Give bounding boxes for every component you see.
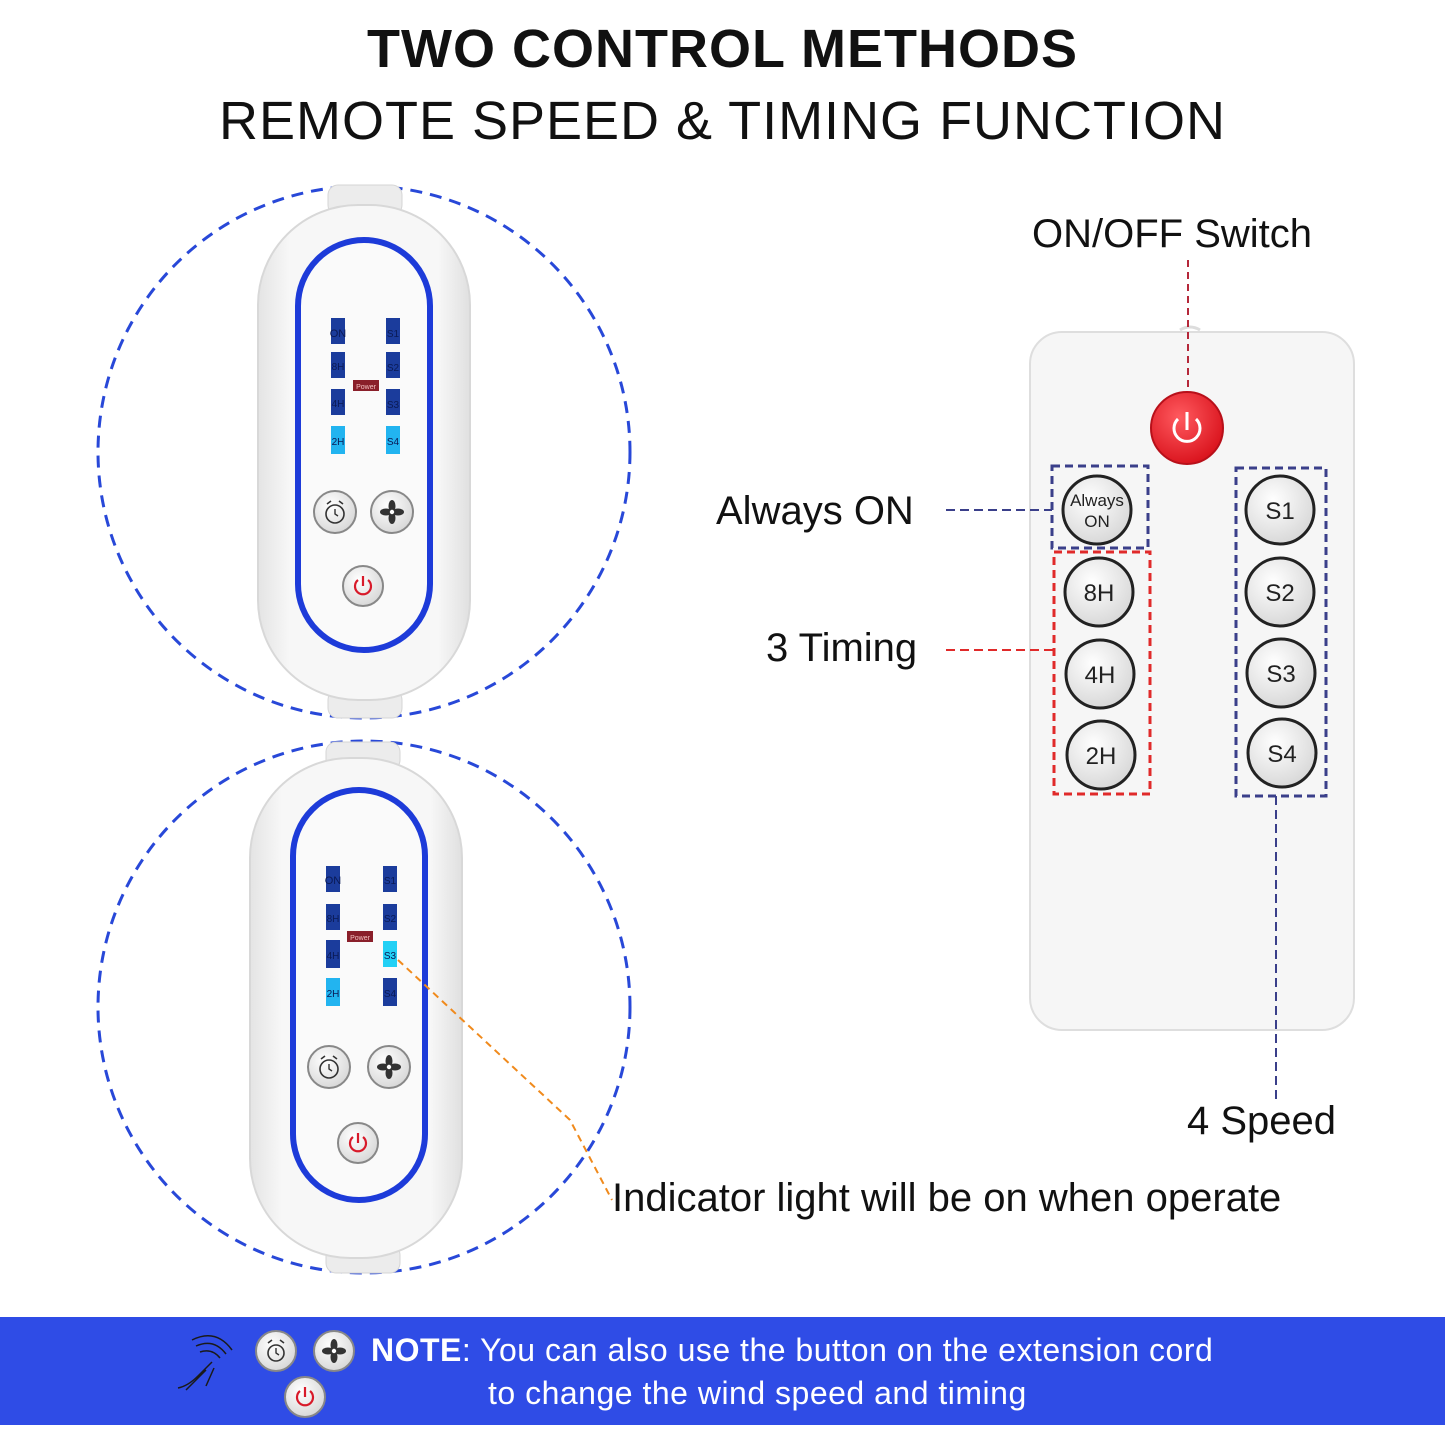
speed-s1-button[interactable]: S1 <box>1244 474 1316 546</box>
indicator-2h: 2H <box>327 989 340 1000</box>
note-line1-text: : You can also use the button on the ext… <box>461 1332 1214 1368</box>
indicator-on: ON <box>330 328 347 340</box>
fan-icon <box>313 1330 355 1372</box>
power-icon <box>284 1376 326 1418</box>
led-ring <box>290 787 428 1203</box>
timer-4h-label: 4H <box>1085 662 1116 689</box>
on-off-switch-label: ON/OFF Switch <box>1032 212 1313 256</box>
timer-4h-button[interactable]: 4H <box>1064 638 1136 710</box>
always-on-line2: ON <box>1084 512 1110 531</box>
touch-hand-icon <box>177 1335 233 1391</box>
power-icon <box>348 1133 368 1153</box>
speed-s4-label: S4 <box>1267 741 1296 768</box>
timing-label: 3 Timing <box>766 626 918 670</box>
indicator-8h: 8H <box>332 362 345 373</box>
indicator-2h: 2H <box>332 437 345 448</box>
timer-8h-label: 8H <box>1084 580 1115 607</box>
note-label: NOTE <box>371 1332 462 1368</box>
power-icon <box>1172 412 1202 443</box>
indicator-s2: S2 <box>387 363 400 374</box>
speed-s2-button[interactable]: S2 <box>1244 556 1316 628</box>
timer-icon <box>255 1330 297 1372</box>
timer-button[interactable] <box>313 490 357 534</box>
indicator-s1: S1 <box>387 329 400 340</box>
note-icons <box>177 1330 355 1418</box>
fan-icon <box>377 1055 401 1079</box>
indicator-s4: S4 <box>387 437 400 448</box>
alarm-clock-icon <box>325 504 345 524</box>
timer-8h-button[interactable]: 8H <box>1063 556 1135 628</box>
speed-s3-label: S3 <box>1266 661 1295 688</box>
speed-s1-label: S1 <box>1265 498 1294 525</box>
always-on-label: Always ON <box>716 489 914 533</box>
timer-2h-button[interactable]: 2H <box>1065 719 1137 791</box>
right-indicators: S1 S2 S3 S4 <box>383 866 397 1006</box>
indicator-8h: 8H <box>327 914 340 925</box>
speed-s4-button[interactable]: S4 <box>1246 717 1318 789</box>
page-title: TWO CONTROL METHODS <box>367 19 1078 79</box>
controller-bottom: ON 8H 4H 2H S1 S2 S3 S4 Power <box>96 739 632 1275</box>
power-indicator <box>353 380 379 391</box>
left-indicators: ON 8H 4H 2H <box>325 866 342 1006</box>
left-indicators: ON 8H 4H 2H <box>330 318 347 454</box>
indicator-s4: S4 <box>384 989 397 1000</box>
ir-remote: Always ON 8H 4H 2H S1 S2 S3 <box>946 260 1355 1100</box>
fan-speed-button[interactable] <box>367 1045 411 1089</box>
indicator-s3: S3 <box>387 400 400 411</box>
indicator-s1: S1 <box>384 876 397 887</box>
indicator-callout-line <box>397 959 613 1201</box>
fan-speed-button[interactable] <box>370 490 414 534</box>
zoom-circle-top <box>96 184 632 720</box>
indicator-4h: 4H <box>327 951 340 962</box>
indicator-4h: 4H <box>332 399 345 410</box>
zoom-circle-bottom <box>96 739 632 1275</box>
indicator-label: Indicator light will be on when operate <box>612 1176 1282 1220</box>
always-on-button[interactable]: Always ON <box>1061 474 1133 546</box>
power-indicator-label: Power <box>350 935 371 942</box>
always-on-line1: Always <box>1070 491 1124 510</box>
power-indicator-label: Power <box>356 384 377 391</box>
note-text-line2: to change the wind speed and timing <box>488 1375 1027 1411</box>
fan-icon <box>380 500 404 524</box>
power-icon <box>353 576 373 596</box>
page-subtitle: REMOTE SPEED & TIMING FUNCTION <box>218 91 1227 151</box>
timer-button[interactable] <box>307 1045 351 1089</box>
always-on-highlight <box>1050 464 1150 550</box>
indicator-on: ON <box>325 875 342 887</box>
timer-2h-label: 2H <box>1086 743 1117 770</box>
power-indicator <box>347 931 373 942</box>
indicator-s3: S3 <box>384 951 397 962</box>
speed-s2-label: S2 <box>1265 580 1294 607</box>
note-text-line1: NOTE: You can also use the button on the… <box>371 1332 1213 1369</box>
speed-highlight <box>1234 466 1328 798</box>
controller-top: ON 8H 4H 2H S1 S2 S3 S4 Power <box>96 184 632 720</box>
indicator-s2: S2 <box>384 914 397 925</box>
power-button[interactable] <box>342 565 384 607</box>
right-indicators: S1 S2 S3 S4 <box>386 318 400 454</box>
alarm-clock-icon <box>319 1059 339 1079</box>
power-button[interactable] <box>337 1122 379 1164</box>
speed-label: 4 Speed <box>1187 1099 1337 1143</box>
speed-s3-button[interactable]: S3 <box>1245 637 1317 709</box>
remote-power-button[interactable] <box>1150 391 1224 465</box>
